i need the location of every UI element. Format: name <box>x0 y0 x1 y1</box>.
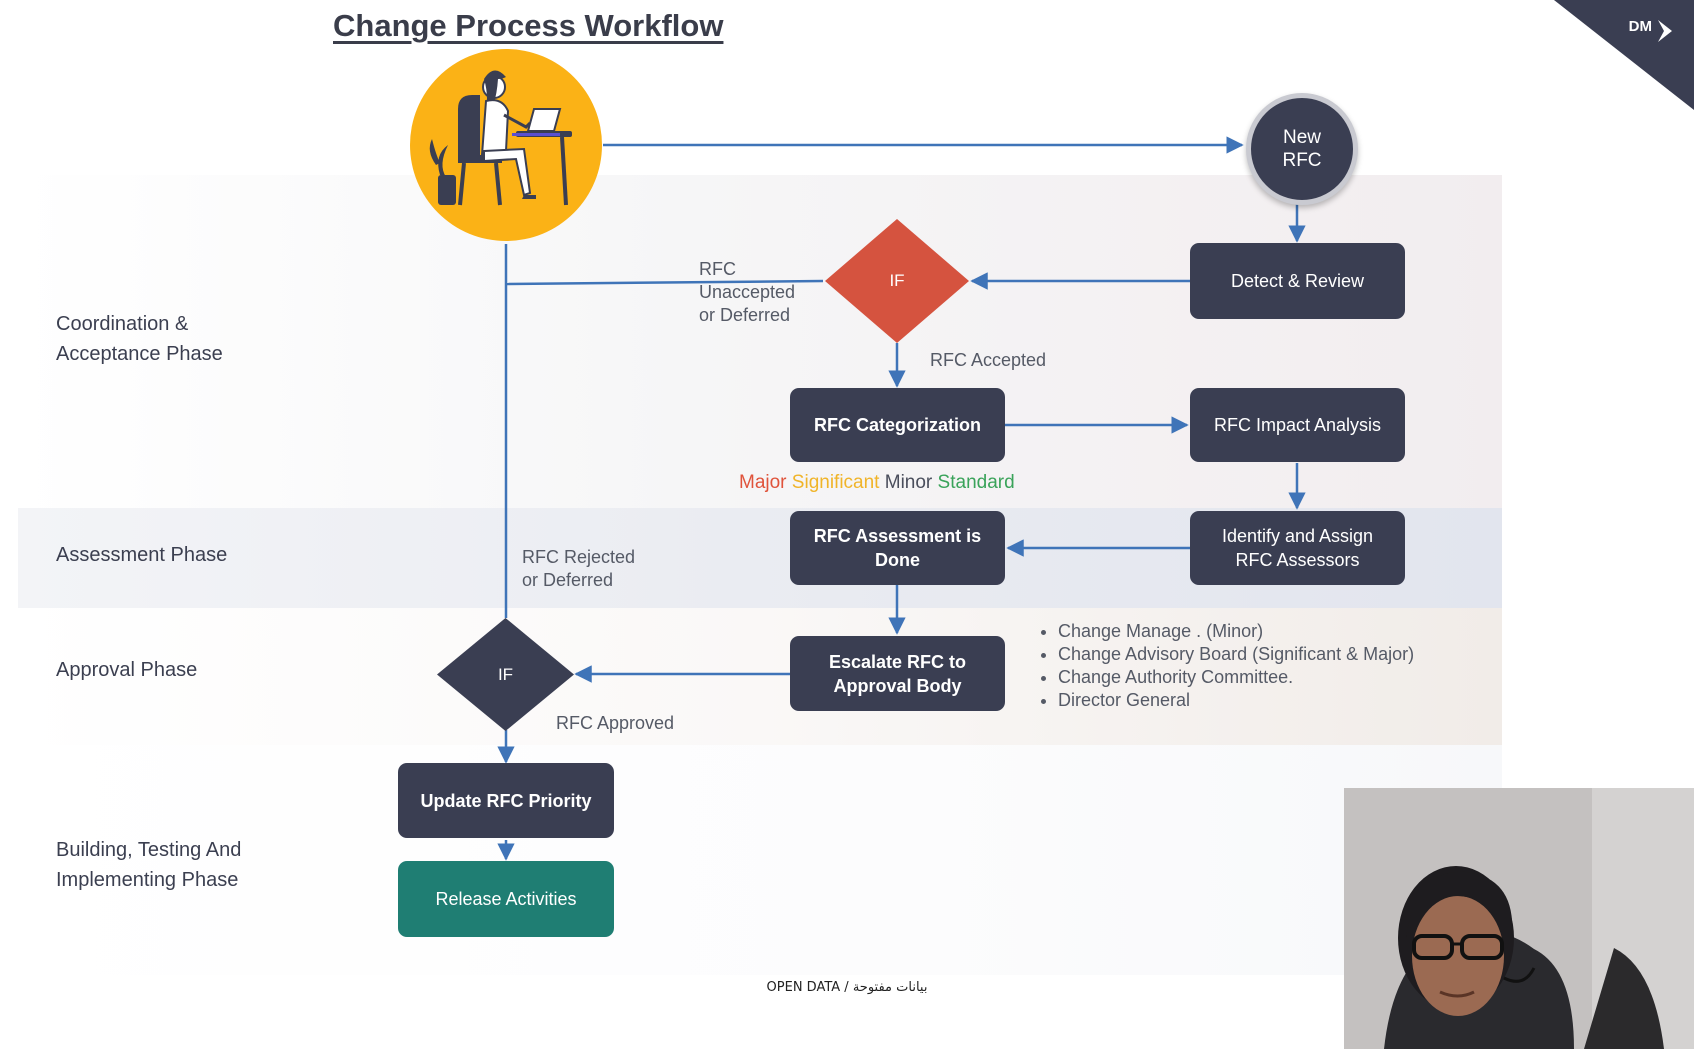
edge-label-unaccepted: RFC Unaccepted or Deferred <box>699 259 796 325</box>
requester-avatar <box>410 49 602 241</box>
line-if-to-main-vertical <box>505 279 824 286</box>
rfc-impact-analysis-node: RFC Impact Analysis <box>1190 388 1405 462</box>
category-standard: Standard <box>937 472 1015 493</box>
phase-label-building: Building, Testing And Implementing Phase <box>56 839 242 891</box>
diamond-shape <box>437 618 574 731</box>
webcam-video <box>1344 788 1694 1049</box>
phase-label-assessment: Assessment Phase <box>56 544 228 566</box>
list-item: Director General <box>1058 689 1414 712</box>
diamond-shape <box>825 219 969 343</box>
detect-review-node: Detect & Review <box>1190 243 1405 319</box>
new-rfc-node: New RFC <box>1246 93 1358 205</box>
chevron-right-icon <box>1658 20 1672 42</box>
approval-bodies-list: Change Manage . (Minor) Change Advisory … <box>1036 620 1414 712</box>
list-item: Change Advisory Board (Significant & Maj… <box>1058 643 1414 666</box>
edge-label-approved: RFC Approved <box>556 713 675 733</box>
list-item: Change Manage . (Minor) <box>1058 620 1414 643</box>
building-phase-band <box>18 745 1502 975</box>
category-minor: Minor <box>884 472 933 493</box>
logo-text: DM <box>1628 18 1652 35</box>
identify-assign-assessors-node: Identify and Assign RFC Assessors <box>1190 511 1405 585</box>
category-significant: Significant <box>791 472 880 493</box>
rfc-category-list: Major Significant Minor Standard <box>739 472 1015 494</box>
phase-label-approval: Approval Phase <box>56 659 198 681</box>
release-activities-node: Release Activities <box>398 861 614 937</box>
footer-text: OPEN DATA / بيانات مفتوحة <box>766 980 928 995</box>
edge-label-rejected: RFC Rejected or Deferred <box>522 547 636 590</box>
rfc-assessment-done-node: RFC Assessment is Done <box>790 511 1005 585</box>
phase-label-coordination: Coordination & Acceptance Phase <box>56 313 223 365</box>
page-title: Change Process Workflow <box>333 8 724 43</box>
decision-acceptance-label: IF <box>889 271 905 290</box>
escalate-rfc-node: Escalate RFC to Approval Body <box>790 636 1005 711</box>
decision-approval-label: IF <box>497 664 514 684</box>
edge-label-accepted: RFC Accepted <box>930 350 1047 370</box>
update-rfc-priority-node: Update RFC Priority <box>398 763 614 838</box>
decision-approval: IF <box>437 618 574 731</box>
person-at-desk-icon <box>429 70 572 206</box>
rfc-categorization-node: RFC Categorization <box>790 388 1005 462</box>
approval-phase-band <box>18 608 1502 745</box>
list-item: Change Authority Committee. <box>1058 666 1414 689</box>
presenter-video-frame <box>1344 788 1694 1049</box>
category-major: Major <box>739 472 787 493</box>
decision-acceptance: IF <box>825 219 969 343</box>
